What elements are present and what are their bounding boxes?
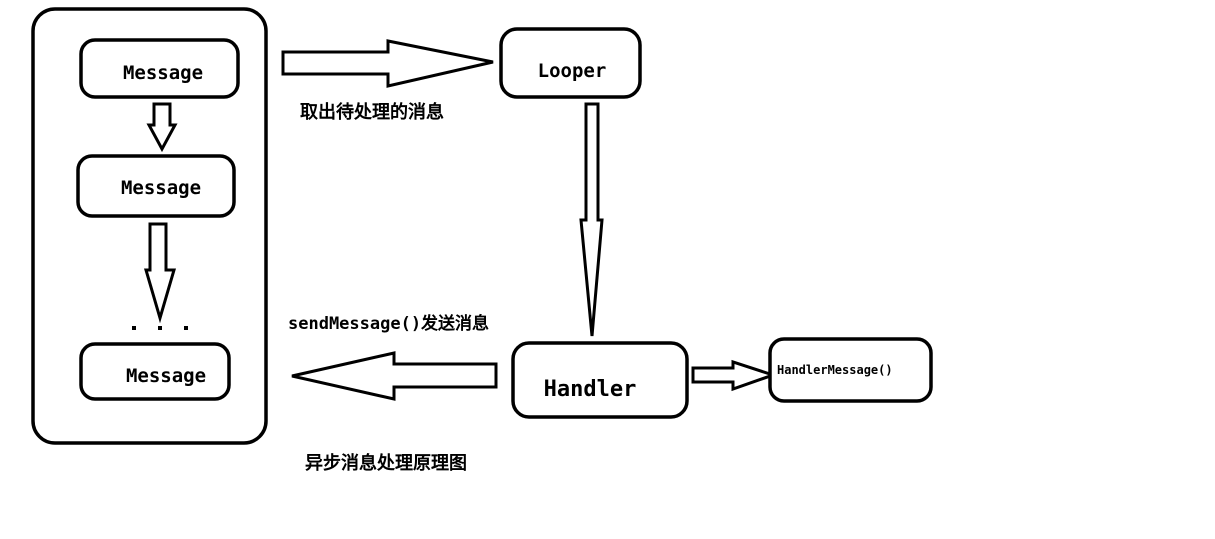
message-label-1: Message [123,62,203,84]
queue-arrow-2 [144,222,176,324]
queue-ellipsis [132,326,188,330]
queue-arrow-1 [146,102,178,153]
arrow-handler-to-handle-message [691,359,778,392]
looper-node: Looper [499,27,642,99]
diagram-title: 异步消息处理原理图 [305,452,467,474]
handler-node: Handler [511,341,689,419]
looper-label: Looper [538,60,607,82]
message-node-3: Message [79,342,231,401]
edge-label-fetch-message: 取出待处理的消息 [300,101,444,123]
message-node-2: Message [76,154,236,218]
arrow-handler-to-queue [291,351,498,401]
handler-label: Handler [544,377,637,402]
arrow-looper-to-handler [579,102,604,337]
message-label-2: Message [121,177,201,199]
handle-message-node: HandlerMessage() [768,337,933,403]
message-node-1: Message [79,38,240,99]
edge-label-send-message: sendMessage()发送消息 [288,313,489,334]
arrow-queue-to-looper [281,39,494,88]
message-label-3: Message [126,365,206,387]
handle-message-label: HandlerMessage() [777,363,893,377]
